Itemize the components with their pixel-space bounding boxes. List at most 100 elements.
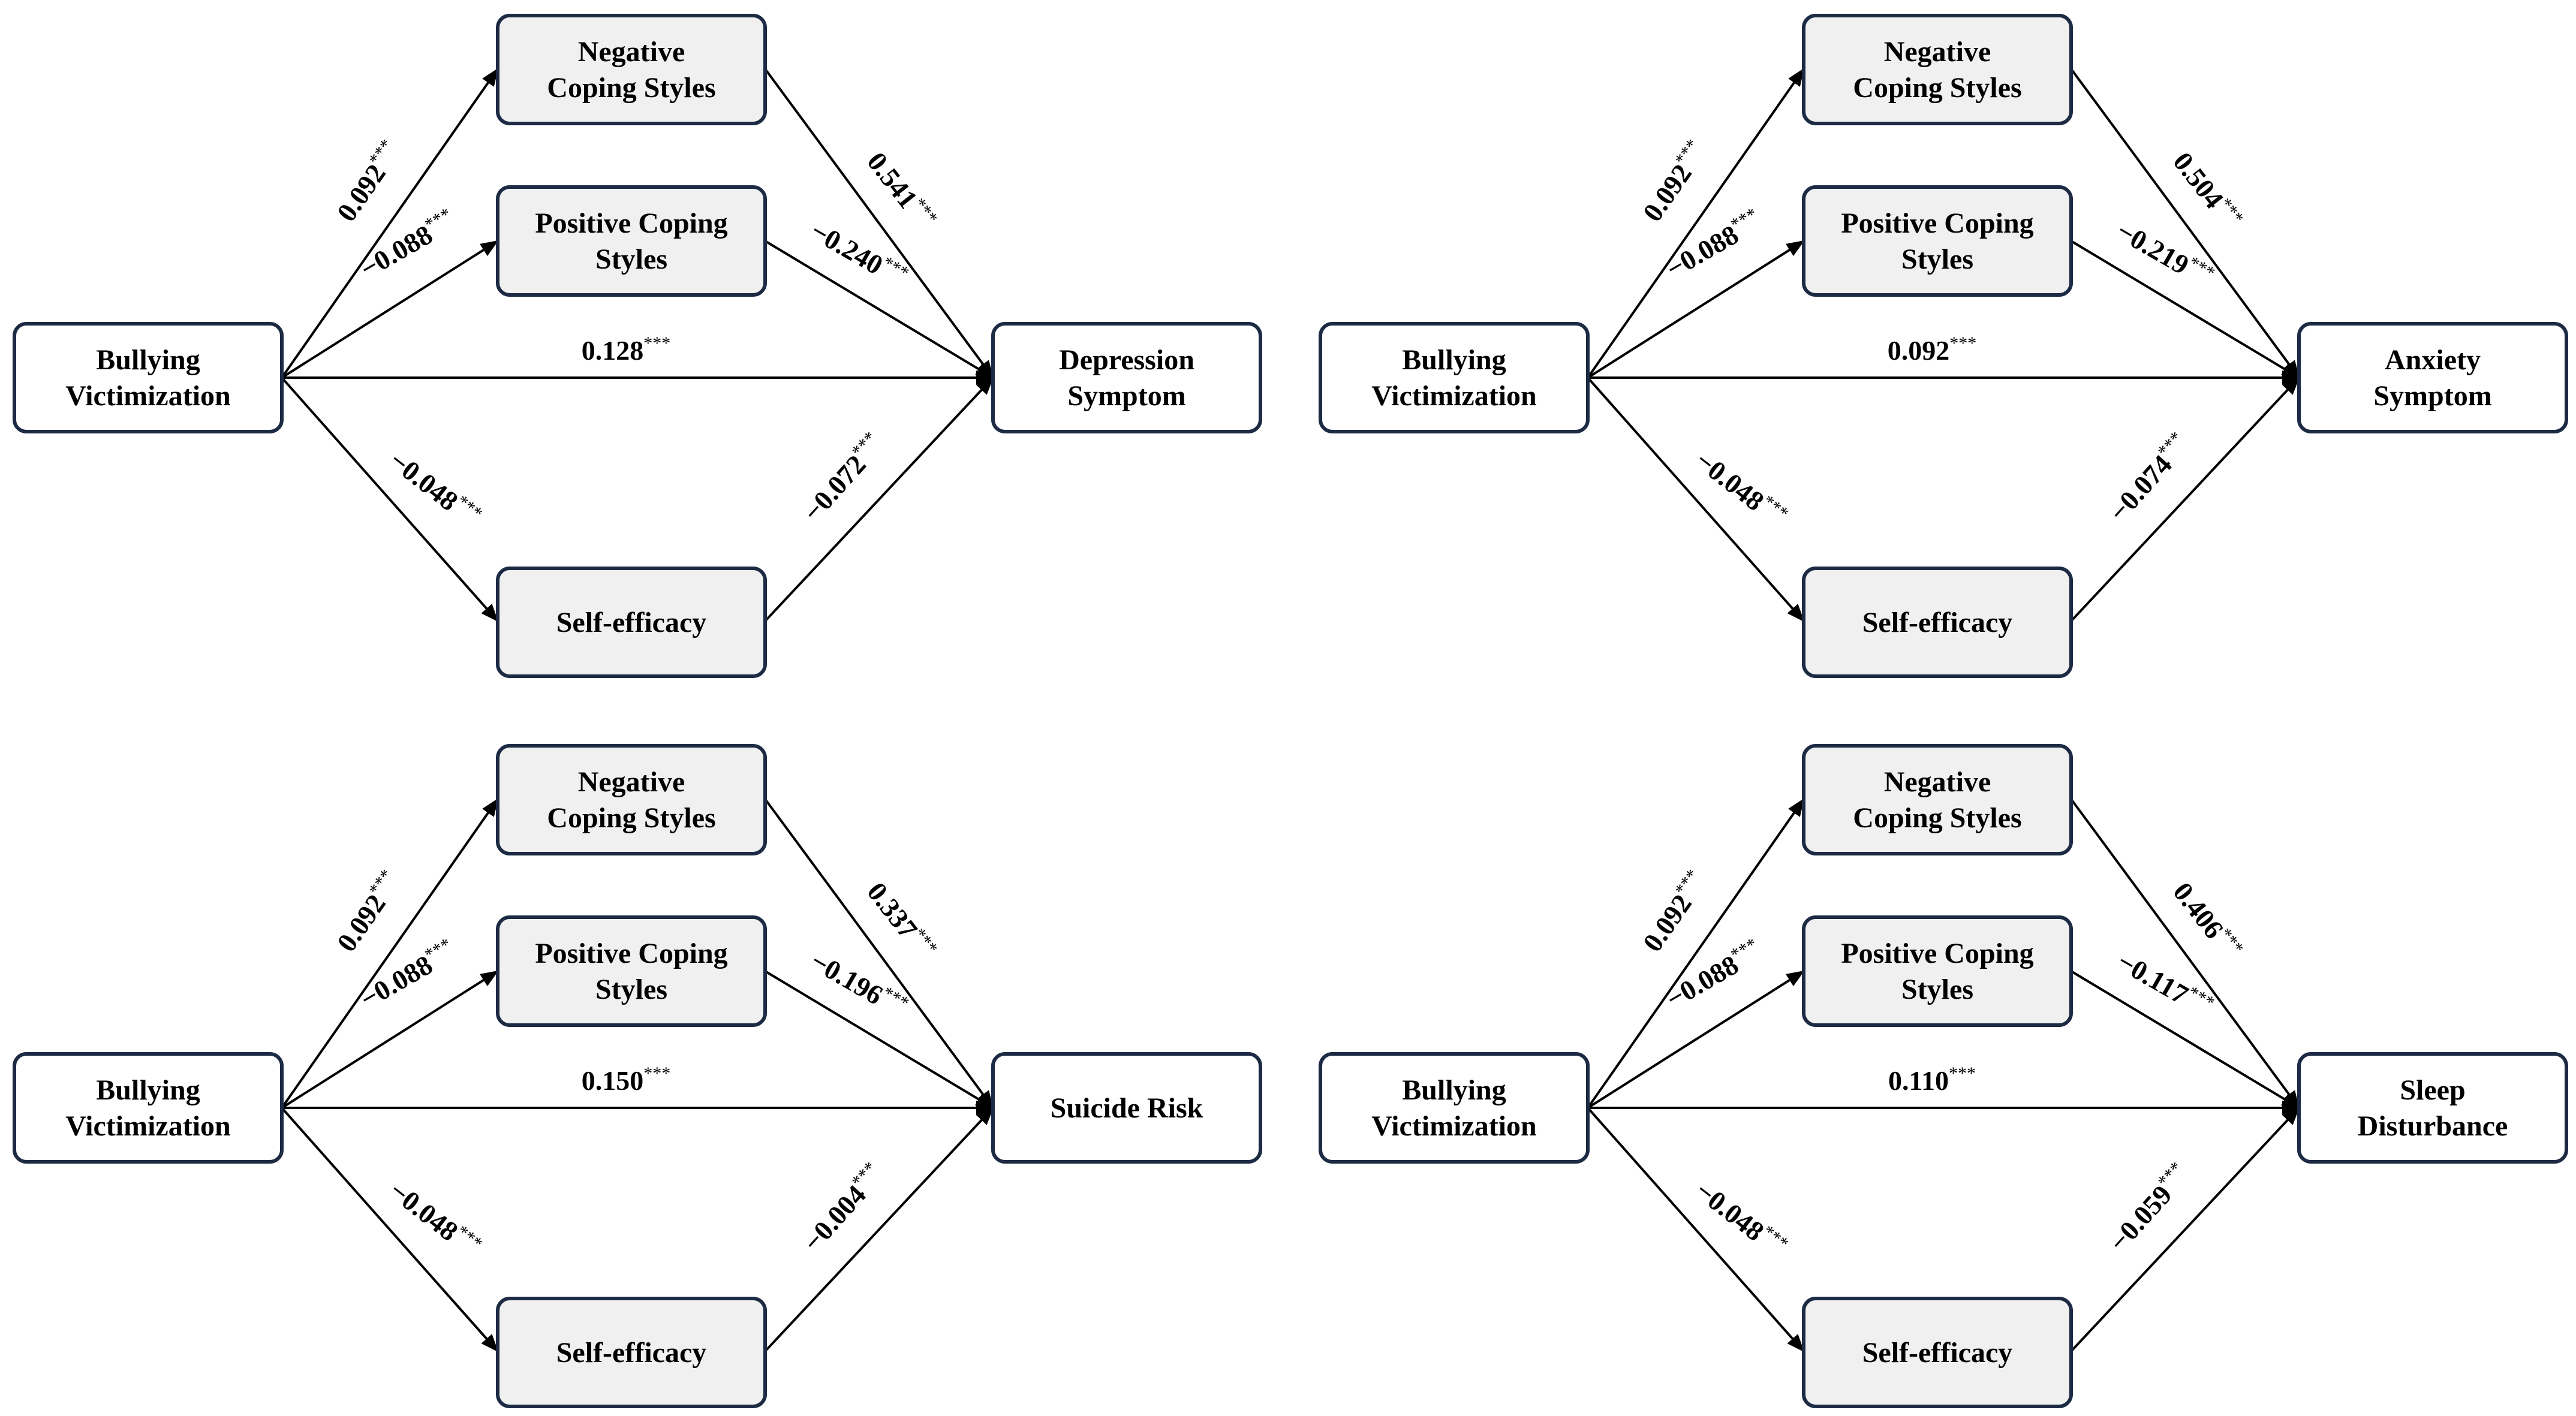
node-box: [1802, 915, 2073, 1027]
coef-negative-coping-to-outcome: 0.337***: [861, 875, 941, 965]
path-positive-coping-to-outcome: [764, 970, 994, 1109]
node-self-efficacy: Self-efficacy: [496, 567, 767, 678]
coef-self-efficacy-to-outcome-value: −0.072: [797, 449, 872, 528]
path-self-efficacy-to-outcome: [764, 376, 994, 622]
path-predictor-to-positive-coping: [1587, 240, 1805, 379]
node-box: [2297, 1052, 2568, 1164]
node-label-line: Self-efficacy: [1862, 607, 2013, 638]
coef-positive-coping-to-outcome: −0.240***: [805, 213, 912, 294]
coef-positive-coping-to-outcome: −0.117***: [2112, 944, 2217, 1024]
node-self-efficacy: Self-efficacy: [1802, 567, 2073, 678]
node-box: [496, 185, 767, 297]
node-label-line: Victimization: [65, 1110, 230, 1142]
node-label-line: Victimization: [1371, 380, 1536, 412]
node-label-line: Bullying: [96, 1074, 200, 1106]
node-box: [1802, 567, 2073, 678]
node-label-line: Positive Coping: [1841, 207, 2033, 239]
coef-predictor-to-outcome-value: 0.110: [1888, 1065, 1949, 1096]
node-outcome: Suicide Risk: [991, 1052, 1262, 1164]
node-label-line: Suicide Risk: [1051, 1092, 1203, 1124]
path-negative-coping-to-outcome: [2070, 68, 2300, 379]
coef-self-efficacy-to-outcome-value: −0.059: [2103, 1179, 2178, 1258]
coef-positive-coping-to-outcome: −0.196***: [805, 944, 912, 1024]
node-label-line: Bullying: [1402, 344, 1506, 376]
node-box: [1319, 322, 1590, 433]
node-box: [1319, 1052, 1590, 1164]
node-box: [496, 567, 767, 678]
coef-predictor-to-positive-coping-value: −0.088: [1661, 949, 1744, 1014]
path-predictor-to-negative-coping: [1587, 798, 1805, 1109]
node-label-line: Bullying: [96, 344, 200, 376]
node-box: [496, 1297, 767, 1408]
node-box: [1802, 14, 2073, 125]
path-self-efficacy-to-outcome: [764, 1107, 994, 1352]
path-self-efficacy-to-outcome: [2070, 376, 2300, 622]
node-label-line: Victimization: [65, 380, 230, 412]
coef-predictor-to-outcome: 0.150***: [582, 1063, 671, 1096]
path-self-efficacy-to-outcome: [2070, 1107, 2300, 1352]
coef-predictor-to-negative-coping-value: 0.092: [1637, 889, 1698, 957]
coef-predictor-to-outcome-significance: ***: [643, 333, 670, 353]
node-self-efficacy: Self-efficacy: [496, 1297, 767, 1408]
node-box: [13, 322, 284, 433]
path-predictor-to-positive-coping: [1587, 970, 1805, 1109]
node-label-line: Symptom: [2373, 380, 2491, 412]
coef-predictor-to-negative-coping-value: 0.092: [331, 889, 392, 957]
node-label-line: Negative: [1884, 766, 1991, 798]
path-positive-coping-to-outcome: [2070, 240, 2300, 379]
node-label-line: Self-efficacy: [1862, 1337, 2013, 1369]
coef-self-efficacy-to-outcome-value: −0.004: [797, 1179, 872, 1258]
coef-self-efficacy-to-outcome: −0.072***: [796, 428, 890, 528]
node-box: [496, 744, 767, 855]
node-box: [1802, 744, 2073, 855]
coef-positive-coping-to-outcome-value: −0.117: [2112, 945, 2193, 1010]
node-box: [496, 915, 767, 1027]
node-label-line: Anxiety: [2385, 344, 2481, 376]
node-label-line: Self-efficacy: [556, 607, 707, 638]
coef-predictor-to-self-efficacy: −0.048***: [384, 1174, 486, 1264]
coef-positive-coping-to-outcome-value: −0.196: [805, 945, 888, 1011]
node-self-efficacy: Self-efficacy: [1802, 1297, 2073, 1408]
node-label-line: Victimization: [1371, 1110, 1536, 1142]
path-negative-coping-to-outcome: [764, 798, 994, 1109]
path-negative-coping-to-outcome: [2070, 798, 2300, 1109]
coef-predictor-to-outcome-significance: ***: [1949, 333, 1976, 353]
node-label-line: Negative: [1884, 36, 1991, 68]
coef-self-efficacy-to-outcome: −0.059***: [2102, 1158, 2196, 1258]
coef-predictor-to-outcome-value: 0.128: [582, 335, 644, 366]
path-predictor-to-self-efficacy: [281, 1107, 499, 1352]
node-box: [991, 1052, 1262, 1164]
coef-predictor-to-outcome-value: 0.150: [582, 1065, 644, 1096]
node-box: [1802, 185, 2073, 297]
node-label-line: Coping Styles: [547, 802, 715, 834]
path-negative-coping-to-outcome: [764, 68, 994, 379]
coef-predictor-to-negative-coping-value: 0.092: [331, 159, 392, 227]
coef-positive-coping-to-outcome-value: −0.219: [2111, 215, 2194, 281]
coef-negative-coping-to-outcome: 0.406***: [2167, 875, 2247, 965]
node-label-line: Positive Coping: [535, 207, 727, 239]
path-predictor-to-self-efficacy: [1587, 376, 1805, 622]
node-label-line: Coping Styles: [547, 72, 715, 104]
path-predictor-to-self-efficacy: [1587, 1107, 1805, 1352]
node-label-line: Styles: [1901, 243, 1973, 275]
path-predictor-to-self-efficacy: [281, 376, 499, 622]
node-label-line: Self-efficacy: [556, 1337, 707, 1369]
coef-predictor-to-positive-coping-value: −0.088: [355, 219, 438, 284]
coef-predictor-to-outcome-significance: ***: [643, 1063, 670, 1083]
coef-predictor-to-self-efficacy: −0.048***: [1690, 444, 1792, 534]
coef-predictor-to-positive-coping: −0.088***: [1660, 934, 1767, 1014]
node-label-line: Coping Styles: [1853, 72, 2021, 104]
coef-self-efficacy-to-outcome: −0.074***: [2102, 428, 2196, 528]
